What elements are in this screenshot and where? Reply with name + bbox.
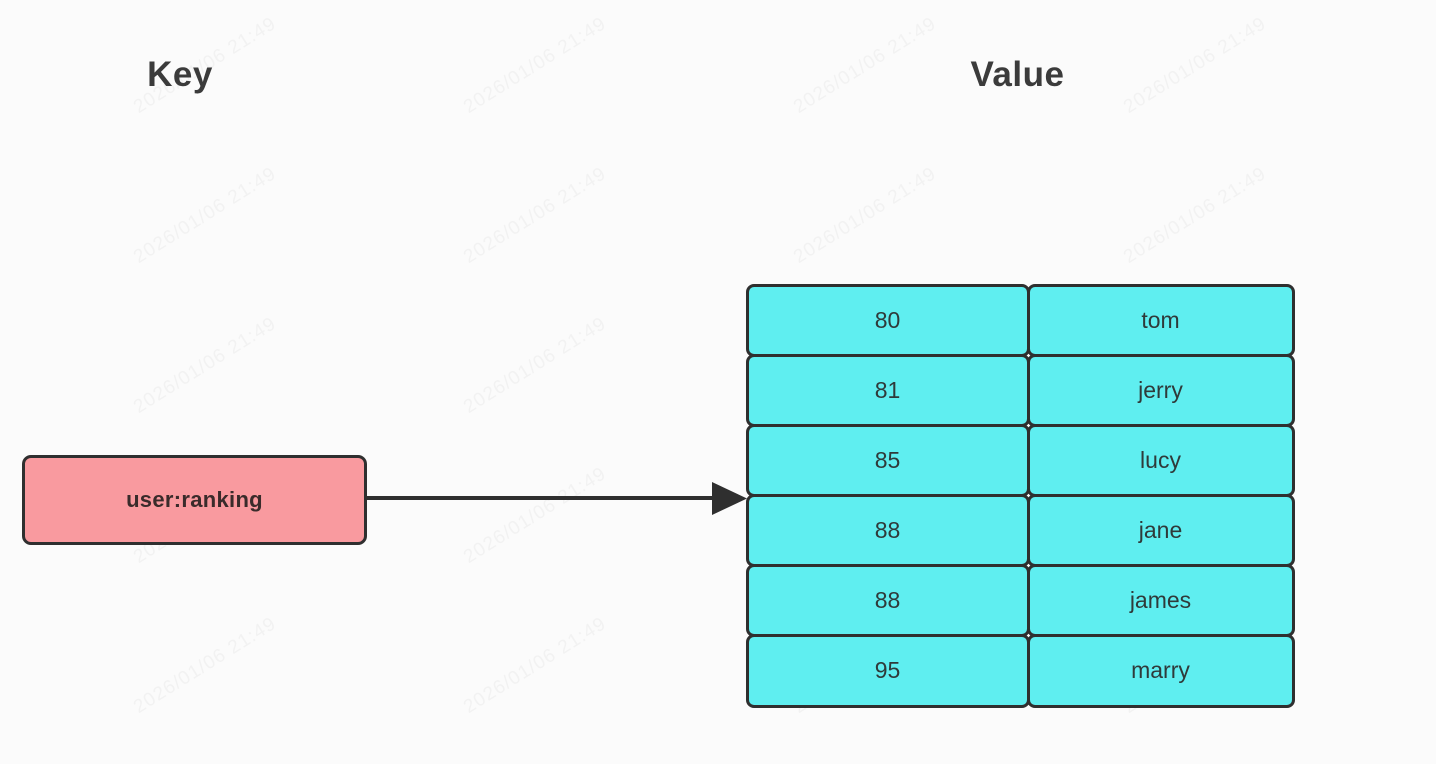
key-node[interactable]: user:ranking — [22, 455, 367, 545]
watermark-text: 2026/01/06 21:49 — [460, 163, 611, 268]
connector-arrow — [360, 482, 747, 515]
watermark-text: 2026/01/06 21:49 — [130, 313, 281, 418]
column-heading-key: Key — [147, 55, 213, 94]
cell-score: 85 — [745, 423, 1030, 498]
cell-score: 88 — [745, 494, 1030, 568]
cell-member: james — [1026, 564, 1295, 638]
cell-member: tom — [1026, 283, 1295, 357]
watermark-text: 2026/01/06 21:49 — [1120, 163, 1271, 268]
cell-score: 88 — [745, 564, 1030, 638]
cell-score: 81 — [745, 353, 1030, 427]
cell-member: jerry — [1026, 353, 1295, 427]
cell-member: lucy — [1026, 423, 1295, 498]
cell-score: 80 — [745, 283, 1030, 357]
cell-member: marry — [1026, 634, 1295, 708]
watermark-text: 2026/01/06 21:49 — [460, 13, 611, 118]
key-node-label: user:ranking — [126, 487, 263, 512]
watermark-text: 2026/01/06 21:49 — [460, 313, 611, 418]
watermark-text: 2026/01/06 21:49 — [130, 163, 281, 268]
watermark-text: 2026/01/06 21:49 — [130, 613, 281, 718]
column-heading-value: Value — [970, 55, 1065, 94]
cell-score: 95 — [745, 634, 1030, 708]
cell-member: jane — [1026, 494, 1295, 568]
watermark-text: 2026/01/06 21:49 — [790, 163, 941, 268]
watermark-text: 2026/01/06 21:49 — [460, 613, 611, 718]
arrowhead-icon — [712, 482, 747, 515]
